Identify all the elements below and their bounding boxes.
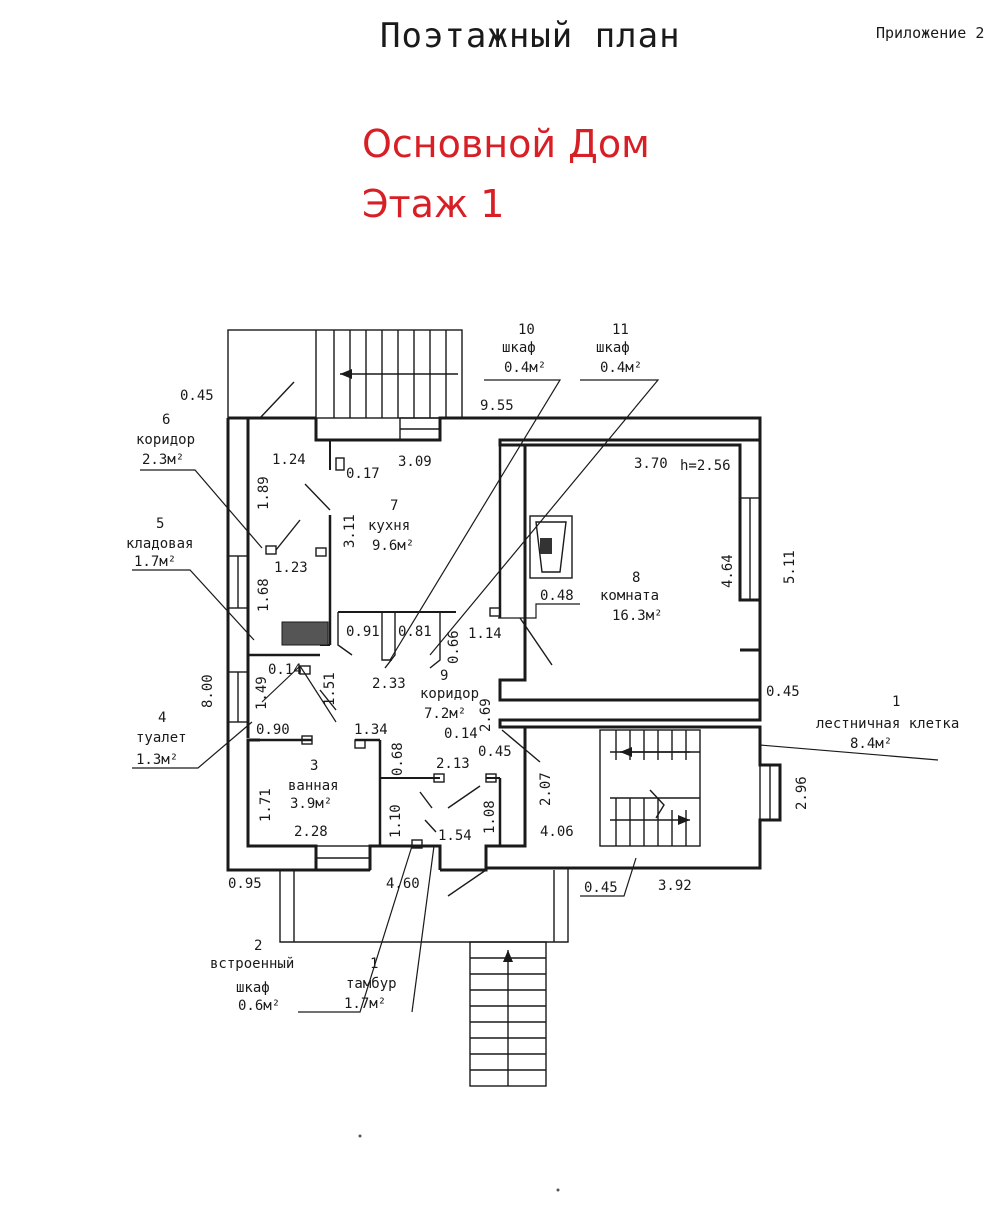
dim-label: 0.14 xyxy=(444,726,478,742)
room-6-name: коридор xyxy=(136,432,195,448)
room-1-area: 1.7м² xyxy=(344,996,386,1012)
dim-label: 4.64 xyxy=(720,554,736,588)
room-4-area: 1.3м² xyxy=(136,752,178,768)
room-stair-name: лестничная клетка xyxy=(816,716,959,732)
room-5-area: 1.7м² xyxy=(134,554,176,570)
dim-label: 2.96 xyxy=(794,776,810,810)
room-2-num: 2 xyxy=(254,938,262,954)
interior-partitions xyxy=(248,440,502,849)
room-5-name: кладовая xyxy=(126,536,193,552)
room-3-name: ванная xyxy=(288,778,339,794)
room-labels: 10 шкаф 0.4м² 11 шкаф 0.4м² 6 коридор 2.… xyxy=(126,322,959,1014)
dim-label: 2.28 xyxy=(294,824,328,840)
appendix-label: Приложение 2 xyxy=(876,24,985,42)
room-9-num: 9 xyxy=(440,668,448,684)
room-4-name: туалет xyxy=(136,730,187,746)
dim-label: 2.69 xyxy=(478,698,494,732)
leader-lines xyxy=(132,379,939,1013)
dim-label: 2.13 xyxy=(436,756,470,772)
room-3-num: 3 xyxy=(310,758,318,774)
room-2-area: 0.6м² xyxy=(238,998,280,1014)
speck xyxy=(358,1134,362,1138)
dim-label: 2.33 xyxy=(372,676,406,692)
dim-label: 1.14 xyxy=(468,626,502,642)
room-8-area: 16.3м² xyxy=(612,608,663,624)
room-8-name: комната xyxy=(600,588,659,604)
dim-label: 0.17 xyxy=(346,466,380,482)
dim-label: 4.06 xyxy=(540,824,574,840)
building-label: Основной Дом xyxy=(362,122,650,166)
dim-label: 0.45 xyxy=(584,880,618,896)
room-11-num: 11 xyxy=(612,322,629,338)
room-11-area: 0.4м² xyxy=(600,360,642,376)
dim-label: 0.95 xyxy=(228,876,262,892)
dim-label: 0.68 xyxy=(390,742,406,776)
dim-label: 3.11 xyxy=(342,514,358,548)
dim-label: 3.09 xyxy=(398,454,432,470)
room-9-area: 7.2м² xyxy=(424,706,466,722)
dim-label: 5.11 xyxy=(782,550,798,584)
dim-label: 2.07 xyxy=(538,772,554,806)
room-stair-num: 1 xyxy=(892,694,900,710)
room-8-num: 8 xyxy=(632,570,640,586)
stove-icon xyxy=(529,515,573,579)
dim-label: 1.34 xyxy=(354,722,388,738)
upper-stairs xyxy=(227,329,463,419)
dim-label: 1.89 xyxy=(256,476,272,510)
dim-label: 1.54 xyxy=(438,828,472,844)
room-5-num: 5 xyxy=(156,516,164,532)
dim-label: 0.45 xyxy=(180,388,214,404)
floor-label: Этаж 1 xyxy=(362,182,505,226)
dim-label: 0.45 xyxy=(766,684,800,700)
dim-label: 0.90 xyxy=(256,722,290,738)
door-swings xyxy=(259,381,553,897)
room-6-area: 2.3м² xyxy=(142,452,184,468)
dimension-labels: 0.45 9.55 1.24 0.17 3.09 3.70 1.89 3.11 … xyxy=(180,388,810,896)
room-10-area: 0.4м² xyxy=(504,360,546,376)
dim-label: 3.70 xyxy=(634,456,668,472)
speck xyxy=(556,1188,560,1192)
room-2-name2: шкаф xyxy=(236,980,270,996)
dim-label: 1.23 xyxy=(274,560,308,576)
dim-label: 9.55 xyxy=(480,398,514,414)
room-9-name: коридор xyxy=(420,686,479,702)
page-title: Поэтажный план xyxy=(380,16,681,56)
room-7-name: кухня xyxy=(368,518,410,534)
dim-label: 0.81 xyxy=(398,624,432,640)
dim-label: 3.92 xyxy=(658,878,692,894)
room-11-name: шкаф xyxy=(596,340,630,356)
room-1-num: 1 xyxy=(370,956,378,972)
dim-label: 1.71 xyxy=(258,788,274,822)
room-stair-area: 8.4м² xyxy=(850,736,892,752)
room-6-num: 6 xyxy=(162,412,170,428)
room-2-name: встроенный xyxy=(210,956,294,972)
dim-label: 1.10 xyxy=(388,804,404,838)
dim-label: 0.14 xyxy=(268,662,302,678)
dim-label: 4.60 xyxy=(386,876,420,892)
room-10-num: 10 xyxy=(518,322,535,338)
dim-label: 1.24 xyxy=(272,452,306,468)
room-8-height: h=2.56 xyxy=(680,458,731,474)
dim-label: 0.48 xyxy=(540,588,574,604)
interior-stairs xyxy=(599,729,701,847)
porch xyxy=(279,868,569,1087)
room-3-area: 3.9м² xyxy=(290,796,332,812)
dim-label: 1.51 xyxy=(322,672,338,706)
dim-label: 0.91 xyxy=(346,624,380,640)
dim-label: 0.66 xyxy=(446,630,462,664)
room-1-name: тамбур xyxy=(346,976,397,992)
room-4-num: 4 xyxy=(158,710,166,726)
dim-label: 1.49 xyxy=(254,676,270,710)
dim-label: 8.00 xyxy=(200,674,216,708)
dim-label: 0.45 xyxy=(478,744,512,760)
room-7-area: 9.6м² xyxy=(372,538,414,554)
room-10-name: шкаф xyxy=(502,340,536,356)
dim-label: 1.08 xyxy=(482,800,498,834)
dim-label: 1.68 xyxy=(256,578,272,612)
room-7-num: 7 xyxy=(390,498,398,514)
